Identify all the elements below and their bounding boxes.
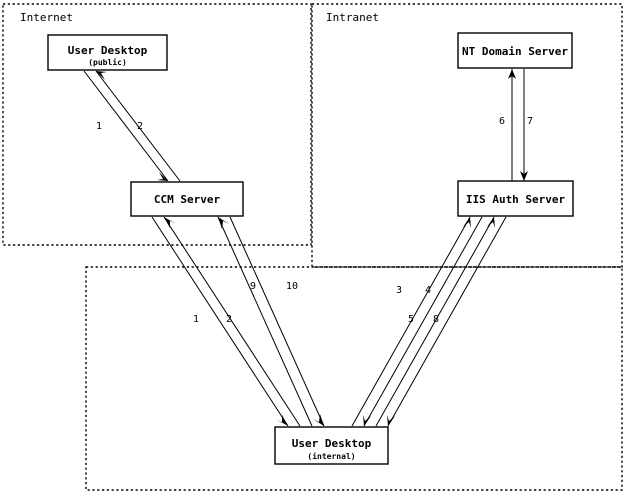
zone-intranet-boundary	[311, 3, 623, 268]
node-user-desktop-public-subtitle: (public)	[88, 57, 127, 67]
zone-internet-boundary	[2, 3, 312, 246]
flow-label-6: 6	[499, 116, 505, 127]
flow-line-6	[508, 69, 516, 181]
flow-label-3: 3	[396, 285, 402, 296]
flow-line-8	[387, 216, 507, 427]
node-user-desktop-internal-title: User Desktop	[292, 437, 372, 450]
node-nt-domain-server-title: NT Domain Server	[462, 45, 568, 58]
flow-line-3	[351, 216, 471, 427]
flow-line-9	[217, 216, 313, 427]
arrow-head-2-lan	[164, 217, 176, 228]
arrow-head-5	[487, 217, 495, 228]
arrow-head-3	[463, 217, 471, 228]
arrow-head-2	[96, 71, 107, 80]
flow-line-10	[229, 216, 325, 427]
flow-line-2-lan	[163, 216, 301, 427]
arrow-head-8	[387, 415, 395, 426]
flow-line-1	[83, 70, 169, 182]
flow-line-7	[520, 69, 528, 181]
flow-line-2	[95, 70, 181, 182]
flow-label-2-lan: 2	[226, 314, 232, 325]
flow-label-group: 1 2 3 4 5 6 7 8 9 10 1 2	[96, 116, 533, 325]
flow-label-4: 4	[425, 285, 431, 296]
node-user-desktop-internal-subtitle: (internal)	[307, 451, 355, 461]
node-user-desktop-internal-box[interactable]	[274, 426, 389, 465]
flow-line-5	[375, 216, 495, 427]
node-nt-domain-server-box[interactable]	[457, 32, 573, 69]
arrow-head-1-lan	[276, 415, 288, 426]
node-nt-domain-server[interactable]: NT Domain Server	[457, 32, 573, 69]
flow-line-1-lan	[151, 216, 289, 427]
flow-label-1: 1	[96, 121, 102, 132]
arrow-head-6	[508, 69, 516, 79]
arrow-head-9	[218, 217, 229, 229]
flow-lines-group	[83, 69, 528, 427]
node-iis-auth-server[interactable]: IIS Auth Server	[457, 180, 574, 217]
node-group: User Desktop (public) CCM Server NT Doma…	[47, 32, 574, 465]
zone-group	[2, 3, 623, 491]
node-user-desktop-public-box[interactable]	[47, 34, 168, 71]
flow-label-9: 9	[250, 281, 256, 292]
flow-label-1-lan: 1	[193, 314, 199, 325]
node-ccm-server[interactable]: CCM Server	[130, 181, 244, 217]
flow-line-4	[363, 216, 483, 427]
node-iis-auth-server-title: IIS Auth Server	[466, 193, 566, 206]
zone-label-internet: Internet	[20, 11, 73, 24]
zone-label-intranet: Intranet	[326, 11, 379, 24]
flow-label-10: 10	[286, 281, 298, 292]
arrow-head-4	[363, 415, 371, 426]
node-user-desktop-internal[interactable]: User Desktop (internal)	[274, 426, 389, 465]
arrow-head-7	[520, 171, 528, 181]
flow-label-5: 5	[408, 314, 414, 325]
node-ccm-server-title: CCM Server	[154, 193, 221, 206]
flow-label-8: 8	[433, 314, 439, 325]
node-ccm-server-box[interactable]	[130, 181, 244, 217]
arrow-head-1	[157, 172, 168, 181]
flow-label-2: 2	[137, 121, 143, 132]
zone-lan-boundary	[85, 266, 623, 491]
node-iis-auth-server-box[interactable]	[457, 180, 574, 217]
node-user-desktop-public[interactable]: User Desktop (public)	[47, 34, 168, 71]
flow-label-7: 7	[527, 116, 533, 127]
node-user-desktop-public-title: User Desktop	[68, 44, 148, 57]
arrow-head-10	[313, 414, 324, 426]
